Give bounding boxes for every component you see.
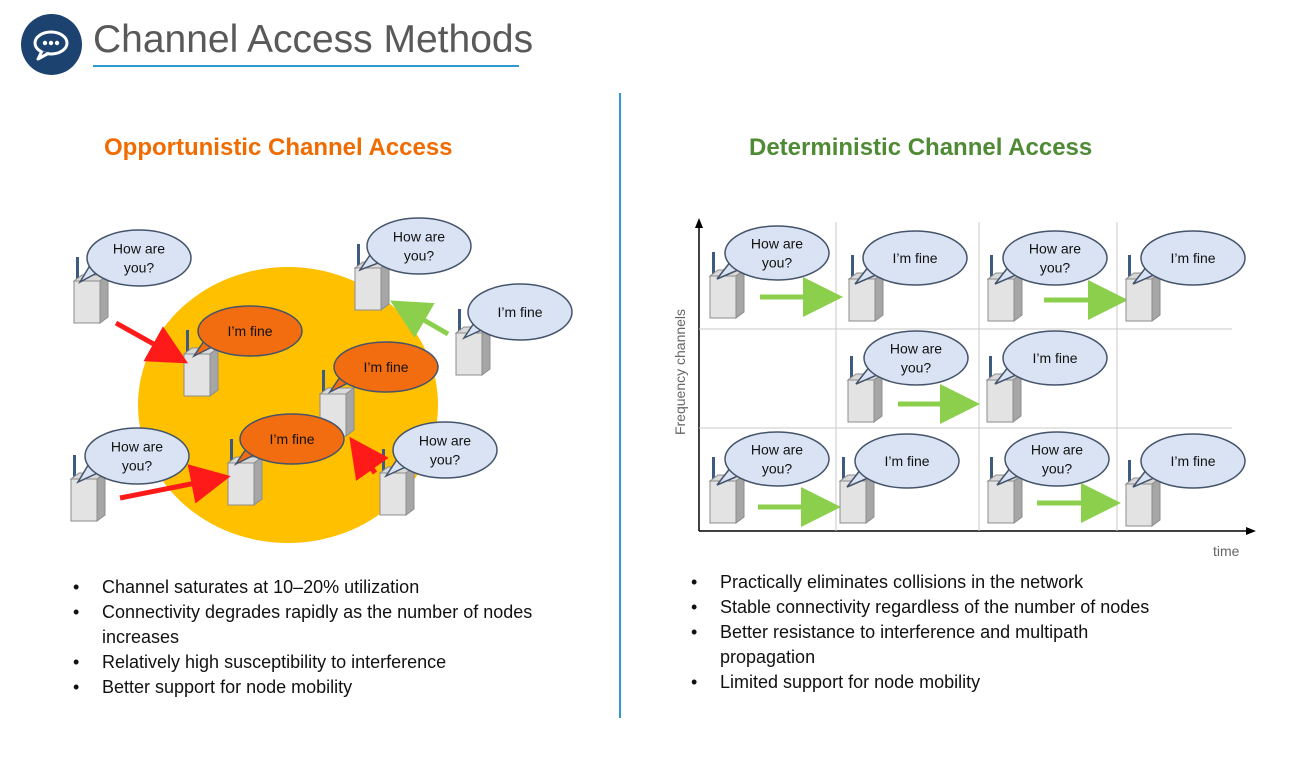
speech-bubble: How are you? — [994, 230, 1108, 286]
bubble-text: How are — [419, 433, 471, 449]
bullet-item: Relatively high susceptibility to interf… — [70, 650, 540, 675]
bubble-text: I’m fine — [1032, 350, 1077, 366]
bubble-text: you? — [1040, 260, 1071, 276]
bullet-item: Stable connectivity regardless of the nu… — [688, 595, 1158, 620]
bubble-text: I’m fine — [884, 453, 929, 469]
green-arrow — [390, 300, 450, 338]
bubble-text: How are — [393, 229, 445, 245]
opportunistic-arrows — [114, 300, 450, 504]
bubble-text: you? — [122, 458, 153, 474]
bubble-text: you? — [762, 255, 793, 271]
opportunistic-heading: Opportunistic Channel Access — [104, 134, 453, 161]
bubble-text: How are — [1029, 241, 1081, 257]
speech-bubble: I’m fine — [846, 433, 960, 489]
bubble-text: I’m fine — [269, 431, 314, 447]
chat-bubble-icon — [33, 30, 69, 61]
bubble-text: How are — [751, 236, 803, 252]
bubble-text: I’m fine — [363, 359, 408, 375]
speech-bubble: How are you? — [358, 217, 472, 275]
bubble-text: you? — [404, 248, 435, 264]
speech-bubble: How are you? — [77, 229, 192, 287]
speech-bubble: I’m fine — [994, 330, 1108, 386]
bubble-text: I’m fine — [892, 250, 937, 266]
x-axis-label: time — [1213, 543, 1240, 559]
bullet-item: Better support for node mobility — [70, 675, 540, 700]
speech-bubble: I’m fine — [1132, 230, 1246, 286]
bubble-text: I’m fine — [227, 323, 272, 339]
column-divider — [619, 93, 621, 718]
speech-bubble: I’m fine — [233, 413, 345, 466]
speech-bubble: How are you? — [716, 225, 830, 281]
bullet-item: Connectivity degrades rapidly as the num… — [70, 600, 540, 650]
speech-bubble: I’m fine — [461, 283, 573, 341]
bubble-text: I’m fine — [497, 304, 542, 320]
bubble-text: How are — [1031, 442, 1083, 458]
bubble-text: How are — [111, 439, 163, 455]
speech-bubble: I’m fine — [327, 341, 439, 394]
opportunistic-bullet-list: Channel saturates at 10–20% utilization … — [70, 575, 540, 700]
speech-bubble: How are you? — [716, 431, 830, 487]
bullet-item: Practically eliminates collisions in the… — [688, 570, 1158, 595]
red-arrow — [349, 436, 389, 481]
bubble-text: How are — [113, 241, 165, 257]
bullet-item: Better resistance to interference and mu… — [688, 620, 1158, 670]
speech-bubble: How are you? — [996, 431, 1110, 487]
bubble-text: How are — [890, 341, 942, 357]
bubble-text: you? — [1042, 461, 1073, 477]
bubble-text: How are — [751, 442, 803, 458]
speech-bubble: I’m fine — [1132, 433, 1246, 489]
bubble-text: I’m fine — [1170, 250, 1215, 266]
speech-bubble: How are you? — [383, 421, 498, 479]
deterministic-bullet-list: Practically eliminates collisions in the… — [688, 570, 1158, 695]
speech-bubble: I’m fine — [191, 305, 303, 358]
y-axis-label: Frequency channels — [672, 308, 688, 436]
speech-bubble: How are you? — [76, 427, 190, 485]
bubble-text: you? — [430, 452, 461, 468]
title-underline — [93, 65, 519, 67]
bullet-item: Limited support for node mobility — [688, 670, 1158, 695]
speech-bubble: I’m fine — [854, 230, 968, 286]
bubble-text: I’m fine — [1170, 453, 1215, 469]
bubble-text: you? — [901, 360, 932, 376]
red-arrow — [119, 464, 231, 504]
page-title: Channel Access Methods — [93, 18, 534, 61]
deterministic-heading: Deterministic Channel Access — [749, 134, 1093, 161]
speech-bubble: How are you? — [855, 330, 969, 386]
bubble-text: you? — [124, 260, 155, 276]
bubble-text: you? — [762, 461, 793, 477]
bullet-item: Channel saturates at 10–20% utilization — [70, 575, 540, 600]
logo — [21, 14, 82, 75]
red-arrow — [114, 320, 189, 364]
